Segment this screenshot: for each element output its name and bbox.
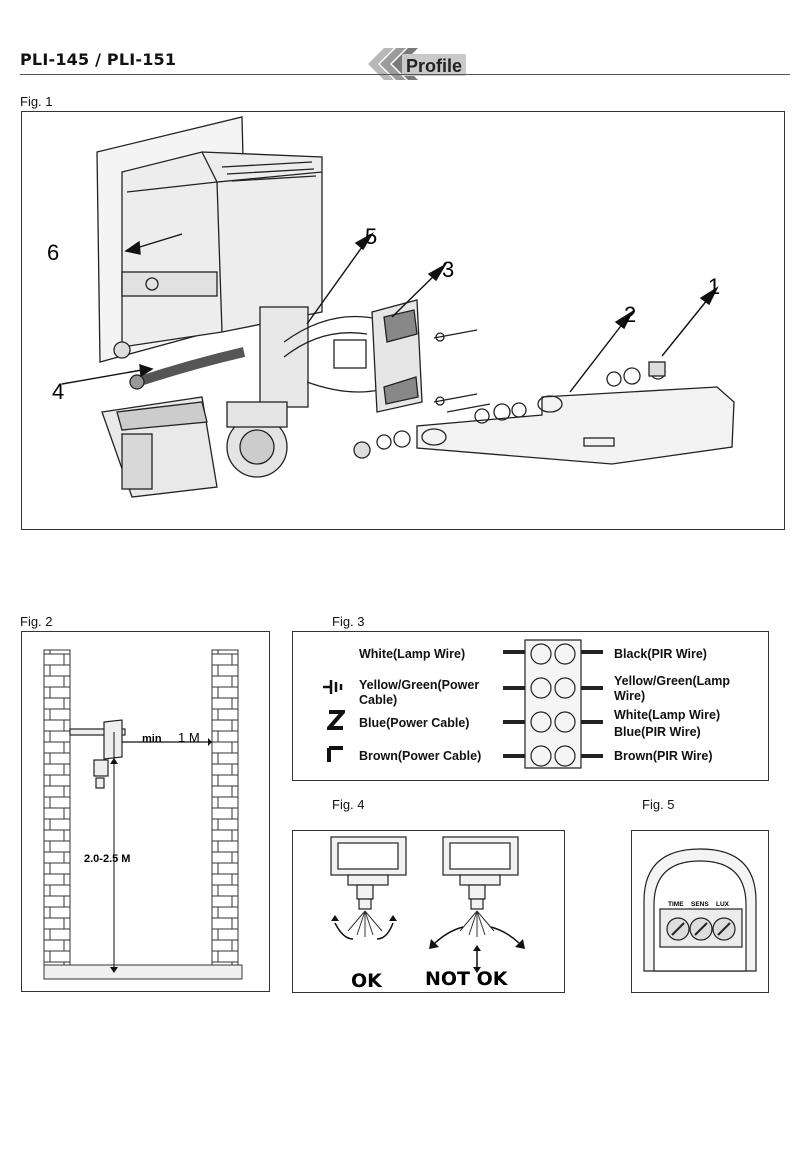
header-divider xyxy=(20,74,790,75)
callout-6: 6 xyxy=(47,240,59,265)
fig5-frame: TIME SENS LUX xyxy=(631,830,769,993)
fig5-label: Fig. 5 xyxy=(642,797,675,812)
wire-left-2b: Cable) xyxy=(359,693,398,707)
knob-sens-label: SENS xyxy=(691,901,709,908)
fig1-label: Fig. 1 xyxy=(20,94,53,109)
callout-3: 3 xyxy=(442,257,454,282)
distance-label: 1 M xyxy=(178,730,200,745)
wire-right-1: Black(PIR Wire) xyxy=(614,647,707,661)
callout-5: 5 xyxy=(365,224,377,249)
fig3-frame: White(Lamp Wire) Yellow/Green(Power Cabl… xyxy=(292,631,769,781)
profile-logo-mark: Profile xyxy=(368,48,466,80)
fig4-label: Fig. 4 xyxy=(332,797,365,812)
knob-time-label: TIME xyxy=(668,901,684,908)
earth-icon xyxy=(323,680,343,694)
fig2-illustration: min 1 M 2.0-2.5 M xyxy=(43,649,243,980)
profile-logo: Profile xyxy=(368,44,478,84)
fig5-illustration: TIME SENS LUX xyxy=(643,848,757,972)
knob-lux-label: LUX xyxy=(716,901,730,908)
not-ok-label: NOT OK xyxy=(425,968,509,990)
neutral-icon xyxy=(327,710,345,730)
wire-left-2a: Yellow/Green(Power xyxy=(359,678,480,692)
terminal-block xyxy=(503,639,603,769)
height-label: 2.0-2.5 M xyxy=(84,853,130,865)
brand-text: Profile xyxy=(406,56,462,76)
wire-right-3a: White(Lamp Wire) xyxy=(614,708,721,722)
fig3-label: Fig. 3 xyxy=(332,614,365,629)
fig4-illustration: OK NOT OK xyxy=(330,836,525,992)
fig4-frame: OK NOT OK xyxy=(292,830,565,993)
wire-left-3: Blue(Power Cable) xyxy=(359,716,470,730)
callout-4: 4 xyxy=(52,379,64,404)
document-title: PLI-145 / PLI-151 xyxy=(20,50,177,69)
wire-right-4: Brown(PIR Wire) xyxy=(614,749,713,763)
fig2-frame: min 1 M 2.0-2.5 M xyxy=(21,631,270,992)
min-label: min xyxy=(142,733,162,745)
wire-right-2a: Yellow/Green(Lamp xyxy=(614,674,731,688)
fig1-illustration: 1 2 3 4 5 6 xyxy=(47,116,735,498)
wire-right-3b: Blue(PIR Wire) xyxy=(614,725,701,739)
live-icon xyxy=(327,746,343,762)
wire-left-4: Brown(Power Cable) xyxy=(359,749,482,763)
wire-left-1: White(Lamp Wire) xyxy=(359,647,466,661)
fig1-frame: 1 2 3 4 5 6 xyxy=(21,111,785,530)
callout-1: 1 xyxy=(708,274,720,299)
callout-2: 2 xyxy=(624,302,636,327)
fig2-label: Fig. 2 xyxy=(20,614,53,629)
ok-label: OK xyxy=(351,970,383,992)
wire-right-2b: Wire) xyxy=(614,689,646,703)
